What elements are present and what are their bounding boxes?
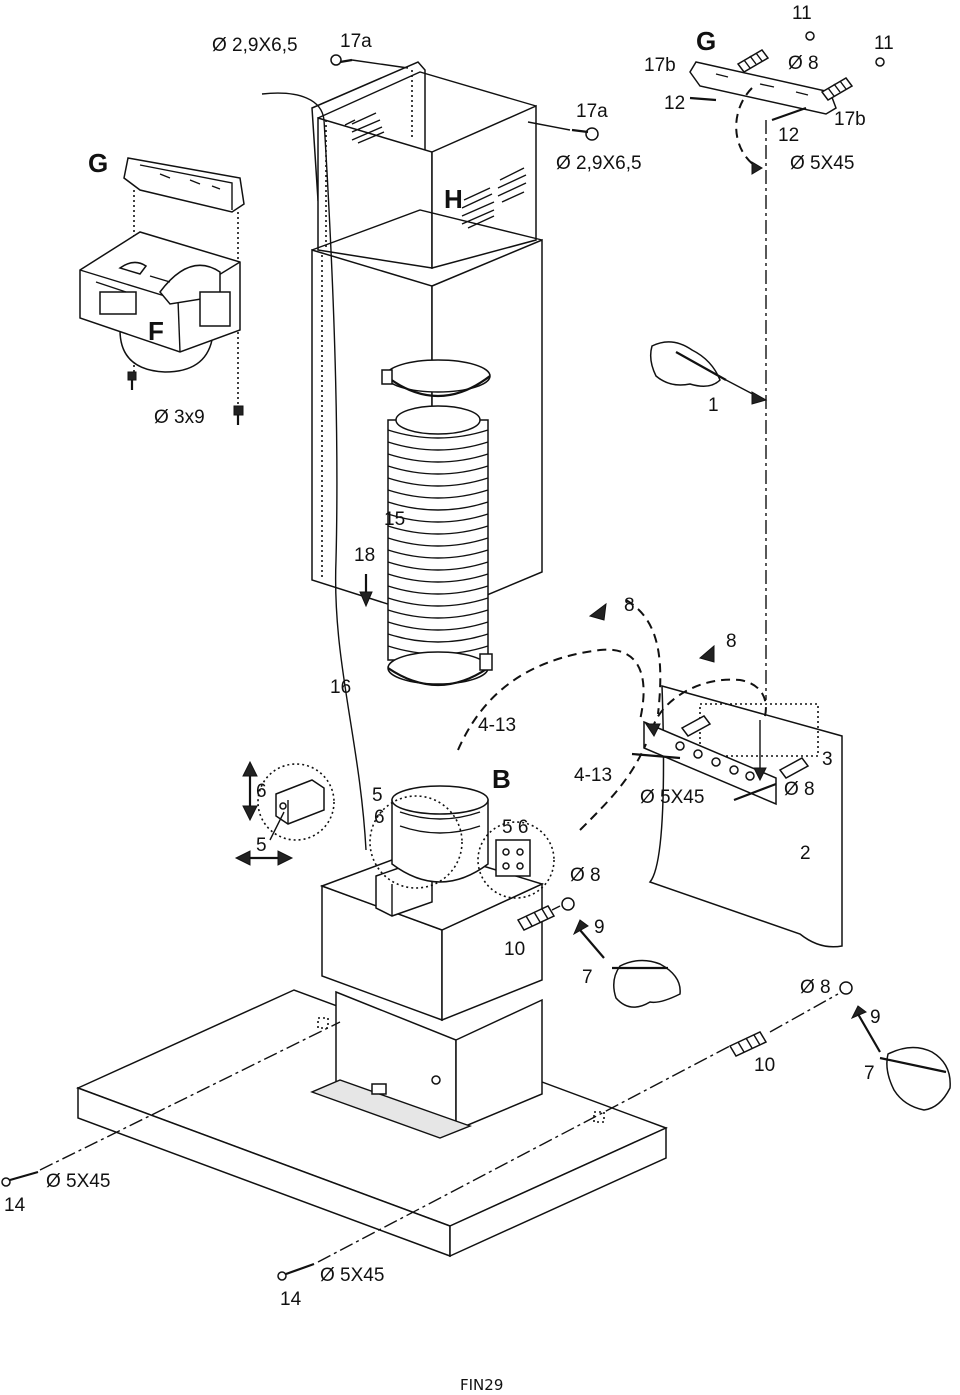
label-dia8-low: Ø 8 <box>570 865 601 886</box>
wall-plug-lower-a <box>680 715 712 737</box>
bracket-g-left <box>123 157 245 213</box>
label-11-right: 11 <box>874 33 894 54</box>
label-7-a: 7 <box>582 967 593 988</box>
label-10-b: 10 <box>754 1055 776 1076</box>
right-mount-bracket <box>495 839 531 877</box>
label-8-b: 8 <box>726 631 737 652</box>
chimney-upper-section-h <box>311 61 537 269</box>
label-10-a: 10 <box>504 939 526 960</box>
label-17b-top: 17b <box>644 55 676 76</box>
wall-plug-11-b <box>820 77 854 101</box>
label-dia8-mid: Ø 8 <box>784 779 815 800</box>
hand-pencil-top <box>649 341 765 401</box>
wall-panel <box>648 685 843 948</box>
label-g-left: G <box>88 148 109 178</box>
screw-17a-top <box>330 54 409 69</box>
label-f: F <box>148 316 164 346</box>
wall-plug-10-a <box>516 905 556 931</box>
label-5x45-bottom: Ø 5X45 <box>320 1265 385 1286</box>
wall-plug-10-b <box>728 1031 768 1057</box>
label-18: 18 <box>354 545 376 566</box>
label-17a-mid: 17a <box>576 101 608 122</box>
label-5-box: 5 <box>256 835 267 856</box>
wall-plug-11-a <box>736 49 770 73</box>
label-1: 1 <box>708 395 719 416</box>
label-9-b: 9 <box>870 1007 881 1028</box>
label-6-mid: 6 <box>374 807 385 828</box>
label-5x45-mid: Ø 5X45 <box>640 787 705 808</box>
label-4-13-b: 4-13 <box>574 765 613 786</box>
screw-3x9-a <box>127 371 137 390</box>
label-14-left: 14 <box>4 1195 26 1216</box>
label-9-a: 9 <box>594 917 605 938</box>
label-12-a: 12 <box>664 93 686 114</box>
air-outlet-b <box>391 785 489 883</box>
label-screw-size-mid: Ø 2,9X6,5 <box>556 153 642 174</box>
label-6-box: 6 <box>256 781 267 802</box>
label-5-6: 5 6 <box>502 817 529 838</box>
label-screw-size-top-left: Ø 2,9X6,5 <box>212 35 298 56</box>
screw-14-left <box>1 1170 39 1187</box>
label-4-13-a: 4-13 <box>478 715 517 736</box>
screw-14-bottom <box>277 1262 315 1281</box>
label-2: 2 <box>800 843 811 864</box>
label-17b-right: 17b <box>834 109 866 130</box>
label-12-b: 12 <box>778 125 800 146</box>
label-h: H <box>444 184 463 214</box>
arrow-horizontal-5 <box>234 850 294 866</box>
power-cable <box>261 92 367 851</box>
label-5x45-top: Ø 5X45 <box>790 153 855 174</box>
screw-3x9-b <box>233 405 244 425</box>
label-11-top: 11 <box>792 3 812 24</box>
figure-code: FIN29 <box>460 1376 504 1394</box>
label-3: 3 <box>822 749 833 770</box>
lower-wall-bracket <box>643 720 777 806</box>
label-g-top: G <box>696 26 717 56</box>
electrical-box-detail <box>275 779 325 825</box>
hand-pencil-mid <box>612 959 681 1008</box>
label-dia8-top: Ø 8 <box>788 53 819 74</box>
label-b: B <box>492 764 511 794</box>
wall-plug-lower-b <box>778 757 810 779</box>
flexible-duct <box>381 359 493 686</box>
screw-17a-mid <box>527 121 599 141</box>
label-15: 15 <box>384 509 406 530</box>
label-8-a: 8 <box>624 595 635 616</box>
motor-unit-f <box>79 231 241 373</box>
label-5x45-left: Ø 5X45 <box>46 1171 111 1192</box>
label-14-bottom: 14 <box>280 1289 302 1310</box>
label-dia8-right: Ø 8 <box>800 977 831 998</box>
label-16: 16 <box>330 677 352 698</box>
label-7-b: 7 <box>864 1063 875 1084</box>
label-3x9: Ø 3x9 <box>154 407 205 428</box>
arrow-vertical-6 <box>242 760 258 822</box>
hand-pencil-bottom <box>879 1046 951 1111</box>
label-5-mid: 5 <box>372 785 383 806</box>
label-17a-top: 17a <box>340 31 372 52</box>
